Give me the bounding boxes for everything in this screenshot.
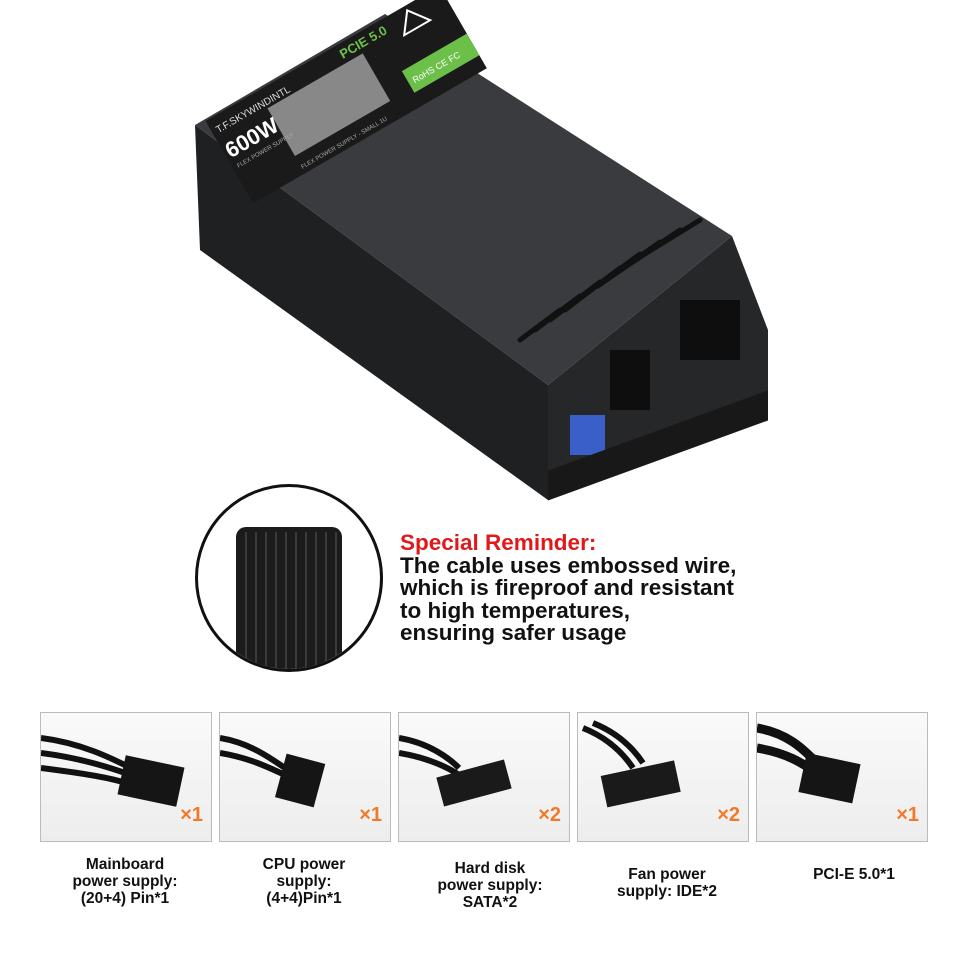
caption-line: supply: [276, 873, 332, 890]
pcie-connector-icon [757, 723, 861, 804]
cpu-8pin-connector-icon [220, 735, 326, 808]
multiplier: ×2 [538, 804, 561, 826]
reminder-line: The cable uses embossed wire, [400, 552, 737, 578]
caption-cpu: CPU power supply: (4+4)Pin*1 [214, 856, 394, 907]
multiplier: ×2 [717, 804, 740, 826]
cable-card-fan: ×2 [577, 712, 749, 842]
multiplier: ×1 [359, 804, 382, 826]
molex-ide-connector-icon [581, 720, 681, 808]
reminder-line: ensuring safer usage [400, 620, 627, 645]
sata-connector-icon [399, 735, 512, 807]
caption-line: (4+4)Pin*1 [266, 890, 342, 907]
vent-slots [517, 217, 703, 343]
caption-line: SATA*2 [462, 894, 518, 911]
reminder-title: Special Reminder: [400, 530, 597, 555]
caption-line: Fan power [628, 866, 706, 883]
psu-label: T.F.SKYWINDINTL 600W FLEX POWER SUPPLY P… [205, 0, 487, 204]
cable-card-sata: ×2 [398, 712, 570, 842]
cable-closeup-image [195, 484, 383, 672]
caption-pcie: PCI-E 5.0*1 [764, 866, 944, 883]
caption-line: Hard disk [454, 860, 526, 877]
warning-icon [402, 8, 433, 38]
caption-mainboard: Mainboard power supply: (20+4) Pin*1 [35, 856, 215, 907]
caption-line: (20+4) Pin*1 [80, 890, 170, 907]
caption-line: power supply: [72, 873, 178, 890]
multiplier: ×1 [180, 804, 203, 826]
psu-left-face [195, 125, 548, 500]
special-reminder: Special Reminder: The cable uses embosse… [400, 530, 737, 645]
caption-sata: Hard disk power supply: SATA*2 [400, 860, 580, 911]
braided-cable-icon [236, 527, 342, 669]
cable-card-pcie: ×1 [756, 712, 928, 842]
base-plate [548, 390, 768, 501]
power-supply-image: T.F.SKYWINDINTL 600W FLEX POWER SUPPLY P… [195, 0, 768, 501]
caption-line: supply: IDE*2 [617, 883, 717, 900]
cpu-port [610, 350, 650, 410]
caption-line: Mainboard [85, 856, 165, 873]
reminder-line: to high temperatures, [400, 597, 631, 623]
caption-fan: Fan power supply: IDE*2 [577, 866, 757, 900]
multiplier: ×1 [896, 804, 919, 826]
atx-24pin-connector-icon [41, 735, 185, 807]
caption-line: CPU power [262, 856, 346, 873]
atx-port [680, 300, 740, 360]
caption-line: PCI-E 5.0*1 [813, 866, 895, 883]
reminder-line: which is fireproof and resistant [400, 575, 734, 600]
pcie-port [570, 415, 605, 455]
cable-card-mainboard: ×1 [40, 712, 212, 842]
cable-card-cpu: ×1 [219, 712, 391, 842]
caption-line: power supply: [437, 877, 543, 894]
